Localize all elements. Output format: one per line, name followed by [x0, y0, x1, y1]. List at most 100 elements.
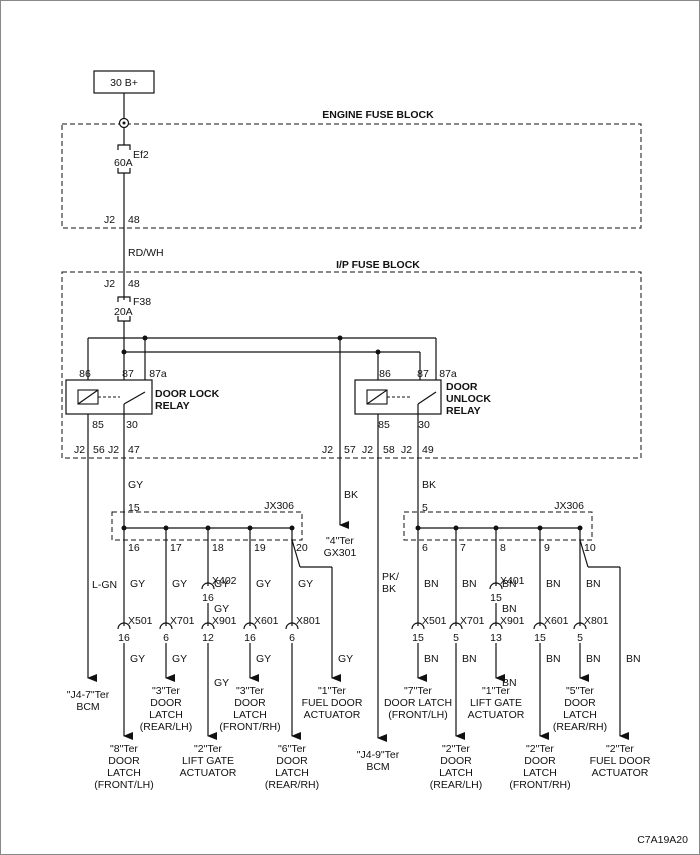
bcm-left-dest-1: "J4-7"Ter	[67, 689, 110, 701]
branch-1-dest-3: (REAR/LH)	[430, 779, 483, 791]
branch-1-color: BN	[462, 578, 477, 590]
branch-5-color: BN	[626, 653, 641, 665]
lock-p30: 30	[126, 419, 138, 431]
branch-1-c1-connector-pin: 5	[453, 632, 459, 644]
branch-4-dest-3: (REAR/RH)	[553, 721, 607, 733]
branch-5-wire-jog	[579, 539, 589, 568]
branch-1-dest-0: "3"Ter	[152, 685, 180, 697]
battery-source-label: 30 B+	[110, 77, 138, 89]
branch-1-c1-connector	[159, 622, 173, 630]
branch-4-c1-connector-pin: 5	[577, 632, 583, 644]
branch-0-c1-connector-pin: 16	[118, 632, 130, 644]
branch-0-dest-0: "7"Ter	[404, 685, 432, 697]
branch-4-color: BN	[586, 578, 601, 590]
branch-5-dest-1: FUEL DOOR	[590, 755, 651, 767]
engine-conn: J2	[104, 214, 115, 226]
branch-3-dest-3: (FRONT/RH)	[219, 721, 280, 733]
branch-2-c1-connector	[489, 582, 503, 590]
branch-2-color-mid: GY	[214, 603, 229, 615]
branch-2-pin: 8	[500, 542, 506, 554]
branch-3-c1-connector	[243, 622, 257, 630]
branch-4-color2: BN	[586, 653, 601, 665]
door-unlock-relay-line1: DOOR	[446, 381, 478, 393]
branch-2-dest-2: ACTUATOR	[180, 767, 237, 779]
unlock-p87a: 87a	[439, 368, 457, 380]
branch-4-dest-2: LATCH	[275, 767, 309, 779]
branch-0-dest-0: "8"Ter	[110, 743, 138, 755]
branch-4-c1-connector	[285, 622, 299, 630]
j2-58-conn: J2	[362, 444, 373, 456]
engine-fuse-block-label: ENGINE FUSE BLOCK	[322, 109, 434, 121]
branch-2-c2-connector-pin: 12	[202, 632, 214, 644]
branch-4-c1-connector-pin: 6	[289, 632, 295, 644]
door-lock-contact	[123, 391, 146, 405]
branch-4-dest-0: "5"Ter	[566, 685, 594, 697]
wire-rdwh-label: RD/WH	[128, 247, 164, 259]
branch-0-dest-1: DOOR	[108, 755, 140, 767]
branch-0-dest-2: LATCH	[107, 767, 141, 779]
branch-1-c1-connector	[449, 622, 463, 630]
branch-3-c1-connector-name: X601	[544, 615, 569, 627]
branch-0-dest-2: (FRONT/LH)	[388, 709, 448, 721]
branch-2-c2-connector-name: X901	[212, 615, 237, 627]
junction-name: JX306	[264, 500, 294, 512]
unlock-p86: 86	[379, 368, 391, 380]
branch-2-c1-connector-name: X402	[212, 575, 237, 587]
branch-4-dest-1: DOOR	[276, 755, 308, 767]
branch-5-wire-jog	[291, 539, 301, 568]
branch-1-color2: GY	[172, 653, 187, 665]
door-lock-coil-slash	[77, 389, 99, 405]
branch-1-c1-connector-name: X701	[170, 615, 195, 627]
branch-5-dest-2: ACTUATOR	[304, 709, 361, 721]
branch-0-c1-connector-name: X501	[128, 615, 153, 627]
branch-3-color2: GY	[256, 653, 271, 665]
j2-56-conn: J2	[74, 444, 85, 456]
branch-0-pin: 16	[128, 542, 140, 554]
branch-0-c1-connector-name: X501	[422, 615, 447, 627]
branch-2-dest-0: "1"Ter	[482, 685, 510, 697]
branch-3-color2: BN	[546, 653, 561, 665]
junction-in-pin: 15	[128, 502, 140, 514]
branch-1-dest-1: DOOR	[150, 697, 182, 709]
branch-3-pin: 19	[254, 542, 266, 554]
gx301-dest-1: "4"Ter	[326, 535, 354, 547]
branch-4-pin: 10	[584, 542, 596, 554]
door-lock-relay-line2: RELAY	[155, 400, 190, 412]
branch-3-c1-connector-pin: 15	[534, 632, 546, 644]
unlock-p85: 85	[378, 419, 390, 431]
diagram-code: C7A19A20	[637, 834, 688, 846]
branch-2-c1-connector-pin: 16	[202, 592, 214, 604]
branch-1-dest-0: "2"Ter	[442, 743, 470, 755]
unlock-p30: 30	[418, 419, 430, 431]
ip-fuse-block	[61, 271, 642, 459]
branch-4-color: GY	[298, 578, 313, 590]
branch-5-dest-1: FUEL DOOR	[302, 697, 363, 709]
ip-pin: 48	[128, 278, 140, 290]
fuse-f38-name: F38	[133, 296, 151, 308]
fuse-f38-top	[117, 296, 131, 302]
fuse-ef2-name: Ef2	[133, 149, 149, 161]
branch-2-c1-connector-pin: 15	[490, 592, 502, 604]
branch-2-c1-connector-name: X401	[500, 575, 525, 587]
branch-2-color2: BN	[502, 677, 517, 689]
door-unlock-contact	[417, 391, 437, 405]
door-unlock-relay-line3: RELAY	[446, 405, 481, 417]
junction-box	[403, 511, 593, 541]
branch-3-dest-0: "3"Ter	[236, 685, 264, 697]
branch-0-color2: BN	[424, 653, 439, 665]
j2-58-pin: 58	[383, 444, 395, 456]
ip-fuse-block-label: I/P FUSE BLOCK	[336, 259, 420, 271]
branch-0-color2: GY	[130, 653, 145, 665]
wire-bk-label: BK	[422, 479, 436, 491]
fuse-ef2-rating: 60A	[114, 157, 133, 169]
j2-47-conn: J2	[108, 444, 119, 456]
bcm-left-dest-2: BCM	[76, 701, 99, 713]
fuse-f38-rating: 20A	[114, 306, 133, 318]
branch-5-dest-2: ACTUATOR	[592, 767, 649, 779]
branch-2-c2-connector	[489, 622, 503, 630]
branch-0-color: BN	[424, 578, 439, 590]
wire-lgn-label: L-GN	[92, 579, 117, 591]
